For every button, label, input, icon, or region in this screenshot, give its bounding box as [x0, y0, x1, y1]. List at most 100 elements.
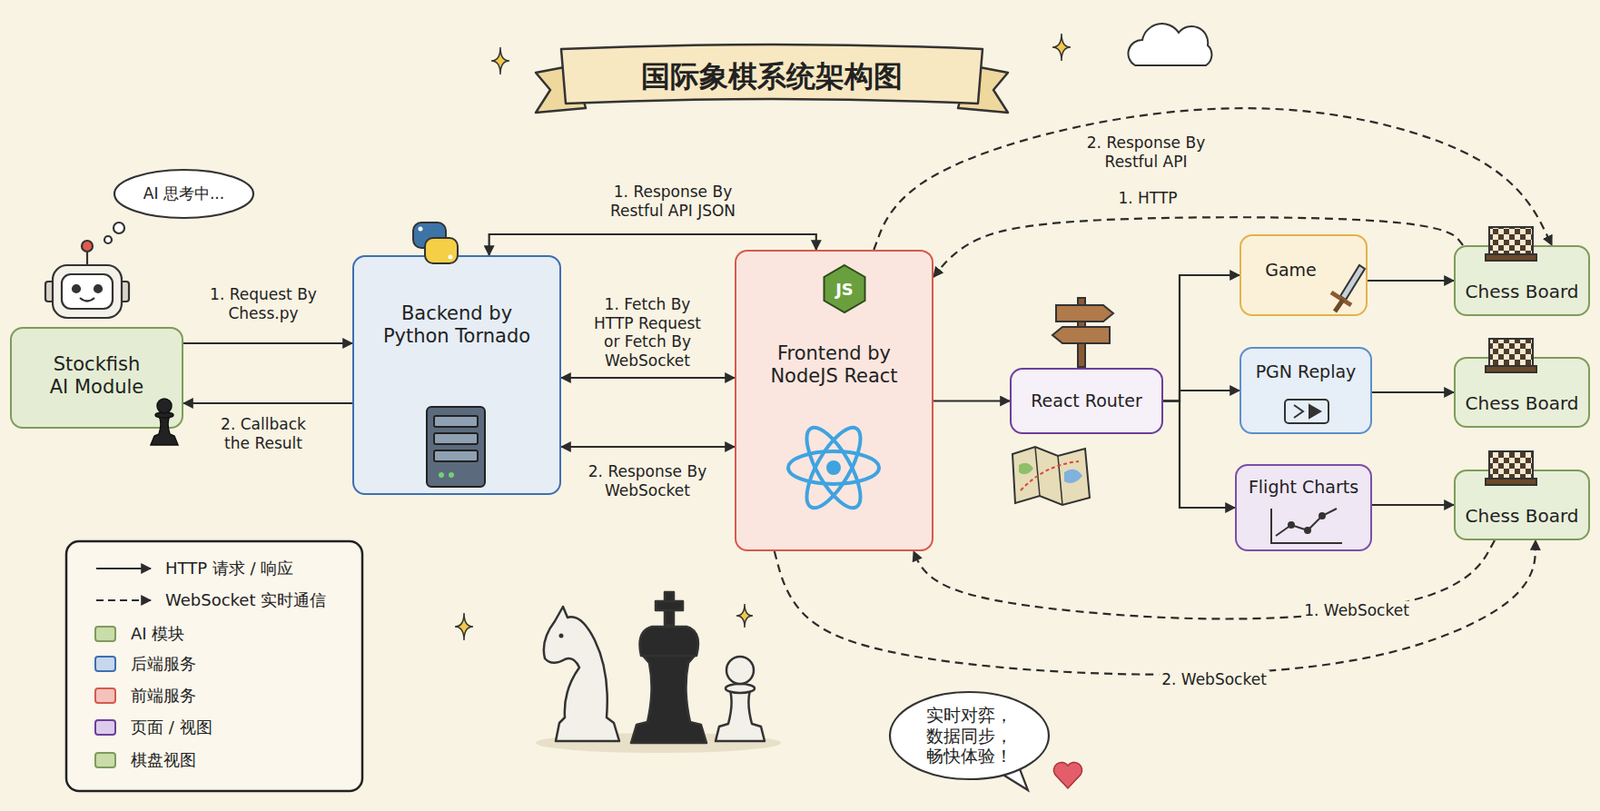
chessboard-icon: [1489, 338, 1533, 366]
server-icon: [434, 415, 478, 427]
page-box: Flight Charts: [1234, 464, 1373, 552]
legend-line: [96, 599, 151, 602]
legend-row: HTTP 请求 / 响应: [94, 557, 294, 580]
pawn-icon: [150, 398, 178, 445]
robot-mascot: [119, 281, 129, 302]
chess-pieces: [535, 592, 781, 753]
chess-pieces: [725, 683, 755, 693]
title-banner: [561, 44, 983, 104]
map-icon: [1012, 446, 1090, 505]
edge-label: 2. WebSocket: [1158, 670, 1270, 690]
legend-text: 棋盘视图: [130, 749, 197, 771]
python-logo: [418, 227, 424, 232]
http-connector: [1367, 279, 1454, 282]
replay-icon: [1284, 399, 1329, 424]
signpost-icon: [1056, 305, 1114, 322]
legend-line: [96, 567, 151, 570]
cloud: [1127, 23, 1212, 66]
chessboard-box: Chess Board: [1453, 356, 1591, 428]
robot-mascot: [72, 285, 80, 293]
chart-icon: [1304, 527, 1311, 534]
robot-mascot: [113, 222, 125, 234]
legend-text: WebSocket 实时通信: [165, 589, 326, 612]
python-logo: [424, 237, 458, 264]
pawn-icon: [157, 398, 172, 414]
chessboard-icon: [1489, 451, 1533, 479]
thought-bubble: AI 思考中...: [112, 167, 256, 220]
sword-icon: [1334, 299, 1344, 312]
robot-mascot: [45, 222, 129, 318]
map-icon: [1064, 469, 1083, 484]
replay-icon: [1293, 404, 1304, 418]
chessboard-box: Chess Board: [1453, 469, 1591, 541]
chessboard-icon: [1485, 227, 1537, 485]
node-label: Chess Board: [1465, 280, 1580, 303]
edge-label: 1. Response By Restful API JSON: [591, 182, 756, 220]
legend-row: 棋盘视图: [94, 749, 197, 771]
legend-swatch: [94, 751, 117, 769]
page-box: Game: [1239, 234, 1368, 317]
python-logo: [413, 222, 446, 248]
http-connector: [1163, 401, 1235, 509]
react-logo: [796, 420, 870, 516]
chess-pieces: [631, 655, 707, 743]
replay-icon: [1309, 404, 1321, 418]
replay-icon: [1284, 399, 1329, 424]
sword-icon: [1331, 292, 1352, 306]
node-label: AI 思考中...: [143, 184, 225, 203]
legend-frame: [66, 541, 363, 791]
backend-box: Backend by Python Tornado: [352, 255, 562, 495]
ai-module-box: Stockfish AI Module: [9, 326, 184, 429]
node-label: 实时对弈， 数据同步， 畅快体验！: [919, 704, 1019, 767]
legend-line-sample: [94, 562, 155, 575]
router-box: React Router: [1009, 367, 1164, 435]
edge-label: 1. WebSocket: [1301, 601, 1413, 621]
legend-swatch: [94, 719, 117, 736]
http-connector: [1163, 275, 1240, 402]
title-banner: [535, 65, 586, 113]
node-label: Chess Board: [1465, 504, 1580, 527]
node-label: Frontend by NodeJS React: [750, 342, 919, 388]
server-icon: [438, 472, 445, 478]
edge-label: 1. HTTP: [1115, 188, 1180, 208]
http-connector: [561, 445, 735, 448]
node-label: Game: [1264, 259, 1317, 281]
legend-text: 后端服务: [130, 652, 197, 675]
legend-text: 前端服务: [130, 684, 197, 707]
chart-icon: [1275, 508, 1337, 536]
signpost-icon: [1052, 326, 1110, 344]
pawn-icon: [150, 415, 178, 445]
map-icon: [1035, 446, 1063, 505]
robot-mascot: [79, 297, 95, 302]
robot-mascot: [104, 236, 112, 244]
websocket-connector: [913, 540, 1495, 619]
chart-icon: [1319, 513, 1325, 519]
node-label: Backend by Python Tornado: [367, 302, 546, 348]
sparkle: [454, 33, 1071, 641]
react-logo: [826, 460, 841, 475]
frontend-box: Frontend by NodeJS React: [734, 249, 934, 552]
http-connector: [1372, 503, 1454, 506]
chart-icon: [1271, 508, 1343, 544]
sparkle: [454, 612, 474, 641]
chess-pieces: [655, 601, 683, 611]
map-icon: [1012, 446, 1090, 505]
legend-row: WebSocket 实时通信: [94, 589, 326, 612]
http-connector: [561, 376, 735, 379]
chart-icon: [1288, 522, 1294, 528]
speech-bubble: 实时对弈， 数据同步， 畅快体验！: [888, 690, 1051, 781]
robot-mascot: [61, 274, 113, 309]
legend-row: 前端服务: [94, 684, 197, 707]
node-label: Chess Board: [1465, 392, 1580, 415]
robot-mascot: [52, 265, 122, 318]
heart-icon: [1053, 761, 1082, 789]
chess-pieces: [715, 690, 765, 741]
http-connector: [933, 399, 1010, 402]
http-connector: [1372, 391, 1454, 394]
python-logo: [413, 222, 458, 264]
sparkle: [1052, 33, 1071, 61]
legend-swatch: [94, 625, 117, 642]
legend-text: HTTP 请求 / 响应: [165, 557, 294, 580]
